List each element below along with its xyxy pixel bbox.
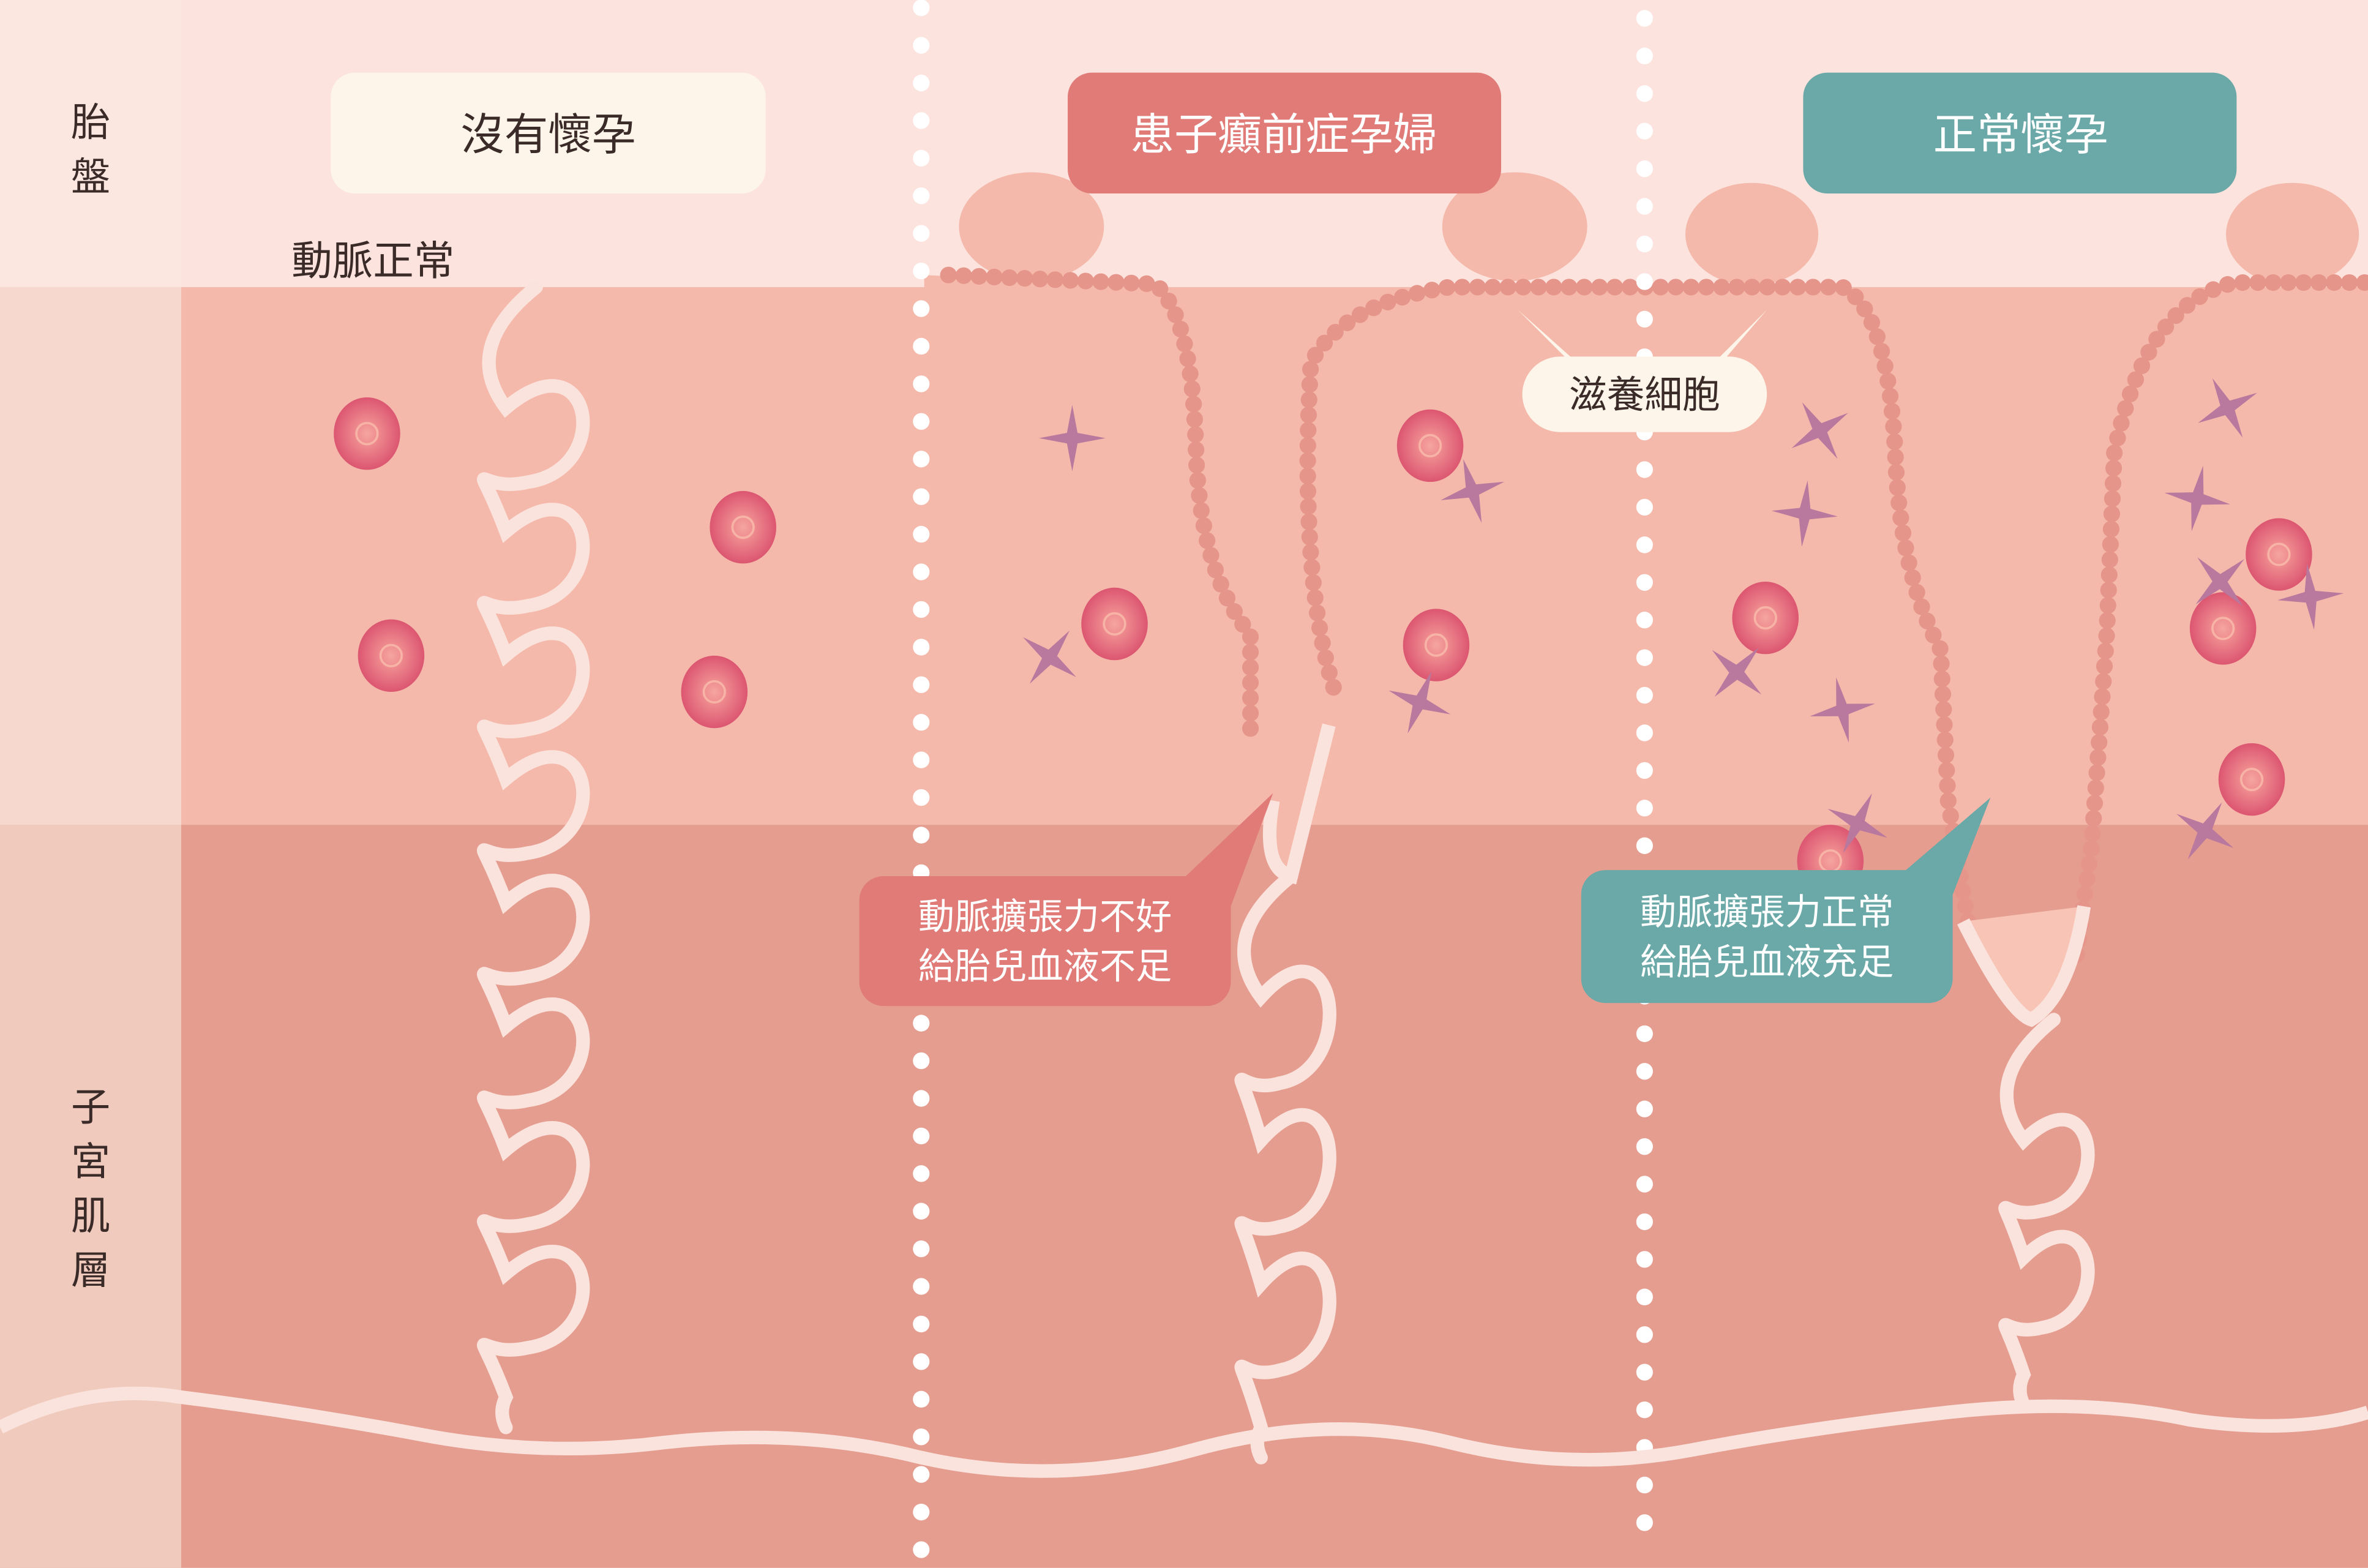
- trophoblast-star: [1810, 677, 1875, 743]
- side-label-placenta: 胎 盤: [71, 100, 110, 200]
- trophoblast-star: [1712, 647, 1762, 697]
- header-label: 患子癲前症孕婦: [1131, 109, 1437, 160]
- red-blood-cell: [681, 655, 748, 729]
- narrow-artery-opening: [1262, 723, 1336, 885]
- header-label: 正常懷孕: [1933, 109, 2108, 160]
- trophoblast-star: [1039, 405, 1106, 471]
- trophoblast-label: 滋養細胞: [1569, 373, 1720, 417]
- trophoblast-star: [1771, 480, 1838, 547]
- trophoblast-star: [1441, 459, 1505, 523]
- side-char: 胎: [71, 100, 110, 146]
- red-blood-cell: [1396, 409, 1464, 482]
- red-blood-cell: [334, 397, 400, 470]
- header-normal-pregnancy: 正常懷孕: [1803, 72, 2237, 193]
- header-no-pregnancy: 沒有懷孕: [331, 72, 766, 193]
- side-char: 層: [71, 1248, 110, 1294]
- spiral-artery: [1234, 869, 1336, 1465]
- red-blood-cell: [2218, 743, 2285, 816]
- spiral-artery: [476, 280, 590, 1435]
- spiral-artery: [1998, 1013, 2095, 1412]
- callout-line: 給胎兒血液不足: [918, 945, 1172, 988]
- uterine-artery: [0, 1386, 2368, 1478]
- trophoblast-star: [2195, 557, 2244, 606]
- villus-preeclampsia: [924, 172, 1587, 825]
- artery-normal-label: 動脈正常: [291, 237, 454, 285]
- callout-poor-dilation: 動脈擴張力不好 給胎兒血液不足: [859, 793, 1273, 1007]
- callout-line: 動脈擴張力不好: [918, 895, 1172, 937]
- header-preeclampsia: 患子癲前症孕婦: [1068, 72, 1502, 193]
- trophoblast-star: [1791, 402, 1848, 459]
- spiral-arteries: [476, 280, 2095, 1465]
- wide-artery-opening: [1957, 905, 2091, 1027]
- red-blood-cell: [710, 490, 776, 564]
- callout-line: 動脈擴張力正常: [1640, 891, 1894, 933]
- trophoblast-star: [1023, 630, 1076, 684]
- trophoblast-star: [2176, 802, 2234, 860]
- trophoblast-star: [1388, 671, 1451, 733]
- side-panel-top: [0, 0, 182, 287]
- trophoblast-star: [2198, 378, 2257, 438]
- side-label-myometrium: 子 宮 肌 層: [71, 1085, 110, 1294]
- red-blood-cell: [1081, 587, 1148, 661]
- side-panel-mid: [0, 287, 182, 825]
- red-blood-cell: [2189, 592, 2257, 665]
- side-char: 子: [71, 1085, 110, 1131]
- trophoblast-callout: 滋養細胞: [1518, 309, 1767, 432]
- callout-line: 給胎兒血液充足: [1640, 940, 1894, 983]
- side-char: 盤: [71, 154, 110, 200]
- villus-middle: [1299, 182, 2368, 963]
- side-char: 宮: [71, 1139, 110, 1185]
- red-blood-cell: [358, 619, 425, 692]
- trophoblast-cells: [1023, 378, 2344, 860]
- red-blood-cell: [2246, 518, 2312, 591]
- red-blood-cell: [1732, 581, 1799, 655]
- red-blood-cell: [1403, 609, 1470, 681]
- side-panel-bottom: [0, 825, 182, 1568]
- trophoblast-star: [2277, 563, 2344, 630]
- side-char: 肌: [71, 1193, 110, 1239]
- trophoblast-star: [2164, 465, 2230, 531]
- header-label: 沒有懷孕: [460, 109, 635, 160]
- trophoblast-star: [1827, 793, 1888, 853]
- callout-normal-dilation: 動脈擴張力正常 給胎兒血液充足: [1581, 797, 1991, 1003]
